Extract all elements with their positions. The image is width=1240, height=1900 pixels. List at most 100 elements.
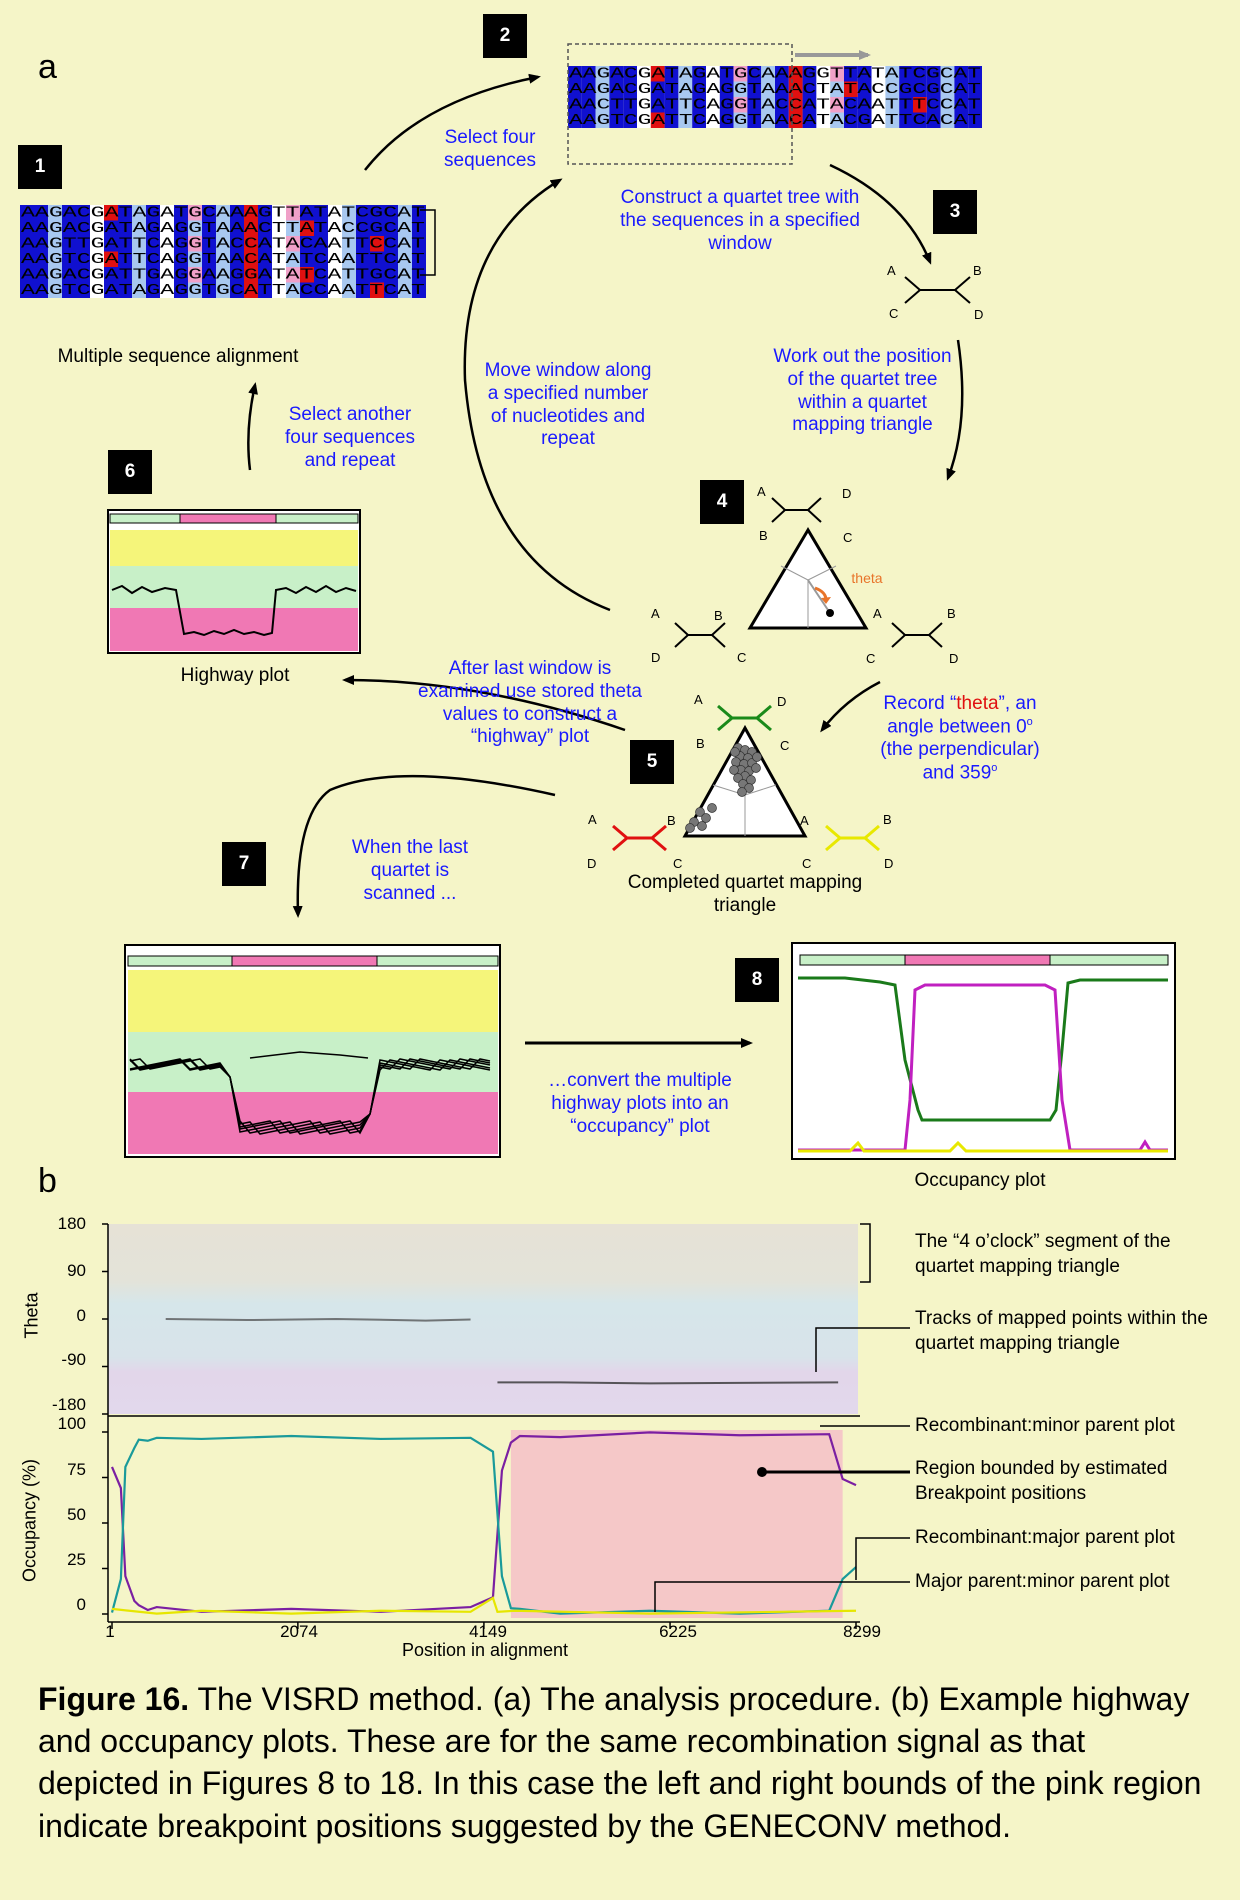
taxon-label: D: [777, 694, 787, 709]
highway-line: [249, 1051, 369, 1059]
sequence-row: AAGACGATAGATGCAAAGGTTATATCGCAT: [569, 66, 981, 83]
alignment-cell: [132, 282, 146, 298]
alignment-cell: [188, 282, 202, 298]
alignment-cell: [747, 81, 762, 97]
alignment-cell: [384, 236, 398, 252]
alignment-cell: [733, 112, 748, 128]
alignment-cell: [20, 220, 34, 236]
alignment-cell: [412, 236, 426, 252]
arrow-3-to-4: [946, 339, 964, 481]
label-construct: Construct a quartet tree with the sequen…: [620, 187, 860, 254]
taxon-label: C: [889, 306, 899, 321]
alignment-cell: [90, 205, 104, 221]
alignment-cell: [132, 205, 146, 221]
alignment-cell: [581, 66, 596, 82]
alignment-cell: [258, 282, 272, 298]
occupancy-ticks: [102, 1431, 857, 1629]
panel-b-charts: [102, 1223, 910, 1629]
alignment-cell: [816, 112, 831, 128]
alignment-cell: [118, 251, 132, 267]
alignment-cell: [678, 112, 693, 128]
annotation-minor: Recombinant:minor parent plot: [915, 1415, 1175, 1436]
quartet-tree-5-top: [717, 704, 772, 732]
alignment-cell: [132, 220, 146, 236]
alignment-cell: [595, 97, 610, 113]
x-tick-label: 4149: [469, 1622, 507, 1641]
alignment-cell: [90, 251, 104, 267]
alignment-cell: [216, 251, 230, 267]
alignment-cell: [719, 112, 734, 128]
alignment-cell: [188, 251, 202, 267]
alignment-cell: [20, 282, 34, 298]
label-highway-plot: Highway plot: [180, 665, 290, 686]
alignment-cell: [286, 220, 300, 236]
taxon-label: C: [843, 530, 853, 545]
alignment-cell: [885, 112, 900, 128]
alignment-cell: [595, 66, 610, 82]
alignment-cell: [885, 81, 900, 97]
alignment-cell: [90, 282, 104, 298]
sequence-row: AAGACGATTGAGGAAGGATATCATTGCAT: [21, 267, 425, 284]
alignment-cell: [370, 220, 384, 236]
theta-y-ticks: [102, 1223, 108, 1415]
sequence-row: AAGTCGATTCAGGTAACATACGATTCACAT: [569, 112, 981, 129]
mapped-points: [685, 743, 762, 833]
arrow-2-to-3: [829, 163, 932, 265]
tracks-pointer: [815, 1327, 910, 1372]
taxon-label: B: [714, 608, 723, 623]
alignment-cell: [940, 112, 955, 128]
alignment-cell: [954, 97, 969, 113]
theta-track-segment: [165, 1317, 471, 1322]
alignment-cell: [258, 251, 272, 267]
alignment-cell: [706, 66, 720, 82]
alignment-cell: [830, 81, 844, 97]
annotation-region: Region bounded by estimated Breakpoint p…: [915, 1458, 1168, 1504]
alignment-cell: [328, 236, 342, 252]
alignment-cell: [118, 236, 132, 252]
quartet-tree-5-right: [825, 824, 880, 852]
alignment-cell: [384, 267, 398, 283]
alignment-cell: [830, 97, 844, 113]
alignment-cell: [370, 251, 384, 267]
alignment-cell: [940, 66, 955, 82]
alignment-cell: [761, 81, 775, 97]
arrow-move-window: [463, 178, 611, 612]
label-when-last: When the last quartet is scanned ...: [351, 837, 469, 904]
mapping-triangle-5: [682, 724, 808, 838]
record-pre: Record “: [883, 693, 957, 714]
alignment-cell: [650, 112, 665, 128]
taxon-label: A: [651, 606, 660, 621]
alignment-cell: [216, 282, 230, 298]
alignment-cell: [692, 81, 706, 97]
alignment-cell: [802, 97, 817, 113]
alignment-cell: [48, 282, 62, 298]
sequence-row: AAGACGATAGAGGTAAACTATACCGCGCAT: [569, 81, 981, 98]
alignment-cell: [34, 251, 48, 267]
alignment-cell: [650, 97, 665, 113]
alignment-cell: [816, 66, 831, 82]
record-line4: and 359: [922, 762, 992, 784]
label-theta-small: theta: [851, 570, 883, 586]
alignment-cell: [412, 267, 426, 283]
alignment-cell: [34, 267, 48, 283]
alignment-cell: [692, 112, 706, 128]
taxon-label: A: [873, 606, 882, 621]
taxon-label: B: [973, 263, 982, 278]
alignment-cell: [761, 112, 775, 128]
segment-bracket: [860, 1223, 871, 1283]
alignment-cell: [300, 267, 314, 283]
alignment-cell: [174, 220, 188, 236]
alignment-cell: [20, 205, 34, 221]
alignment-cell: [581, 97, 596, 113]
mapped-point: [746, 775, 756, 785]
alignment-cell: [398, 205, 412, 221]
alignment-cell: [370, 267, 384, 283]
taxon-label: C: [802, 856, 812, 871]
mapped-point: [730, 747, 740, 757]
alignment-cell: [384, 220, 398, 236]
alignment-cell: [230, 220, 244, 236]
alignment-cell: [342, 251, 356, 267]
alignment-cell: [90, 236, 104, 252]
taxon-label: B: [759, 528, 768, 543]
occ-tick-label: 0: [76, 1595, 86, 1614]
